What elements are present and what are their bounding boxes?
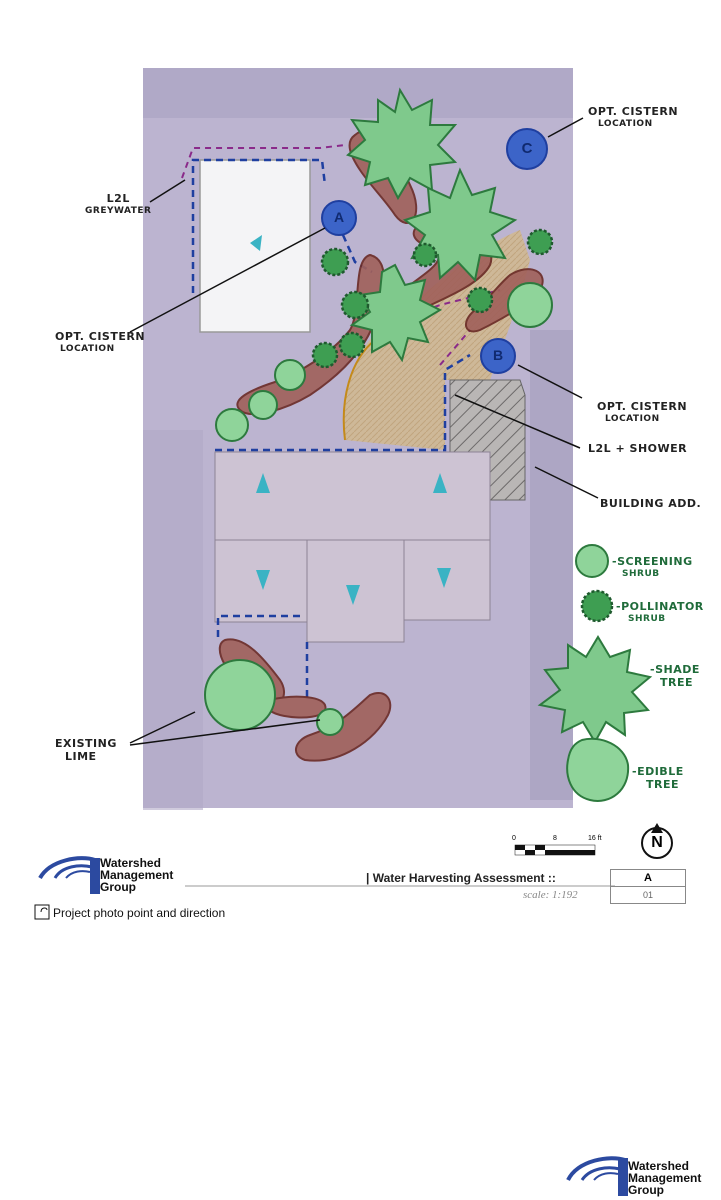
legend-screening-shrub: -Screening Shrub xyxy=(612,555,693,579)
scale-bar-label-start: 0 xyxy=(512,835,516,842)
scale-bar-label-mid: 8 xyxy=(553,835,557,842)
scale-bar-label-end: 16 ft xyxy=(588,835,602,842)
legend-edible-tree: -Edible Tree xyxy=(632,765,684,791)
title-block-scale: scale: 1:192 xyxy=(523,889,578,901)
annotation-opt-cistern-c: Opt. Cistern Location xyxy=(588,105,679,129)
cistern-a-label: A xyxy=(333,209,345,225)
photo-point-arrow-1 xyxy=(250,235,262,251)
sheet-letter-box: A xyxy=(610,869,686,887)
legend-pollinator-shrub: -Pollinator Shrub xyxy=(616,600,704,624)
company-logo-footer: Watershed Management Group xyxy=(628,1159,702,1197)
cistern-b-label: B xyxy=(492,347,504,363)
screening-shrubs xyxy=(204,282,630,802)
roof-arrow-down-1 xyxy=(256,570,270,590)
main-house xyxy=(214,451,491,541)
pollinator-shrubs xyxy=(311,228,614,623)
cistern-c-label: C xyxy=(521,140,533,157)
cistern-c-marker xyxy=(506,128,548,170)
annotation-l2l-shower: L2L + Shower xyxy=(588,442,688,455)
logo-swirl-1 xyxy=(38,856,96,880)
logo-swirl-2 xyxy=(566,1156,626,1182)
roof-arrow-up-1 xyxy=(256,473,270,493)
annotation-building-add: Building Add. xyxy=(600,497,702,510)
mulch-area xyxy=(343,230,530,450)
cistern-markers xyxy=(321,128,548,374)
legend-shade-tree: -Shade Tree xyxy=(650,663,700,689)
annotation-opt-cistern-b: Opt. Cistern Location xyxy=(597,400,688,424)
roof-arrow-down-3 xyxy=(437,568,451,588)
annotation-l2l-greywater: L2L Greywater xyxy=(85,192,152,216)
roof-arrow-down-2 xyxy=(346,585,360,605)
sheet-number-box: 01 xyxy=(610,886,686,904)
cistern-a-marker xyxy=(321,200,357,236)
company-logo: Watershed Management Group xyxy=(100,856,174,894)
roof-arrow-up-2 xyxy=(433,473,447,493)
annotation-existing-lime: Existing Lime xyxy=(55,737,117,763)
scale-bar xyxy=(514,844,596,856)
north-arrow xyxy=(641,823,673,859)
cistern-b-marker xyxy=(480,338,516,374)
title-block-title: | Water Harvesting Assessment :: xyxy=(366,871,556,885)
north-arrow-label: N xyxy=(651,834,663,851)
photo-point-note: Project photo point and direction xyxy=(53,906,226,920)
leader-lines xyxy=(129,117,599,746)
photo-point-icon xyxy=(34,904,50,920)
annotation-opt-cistern-a: Opt. Cistern Location xyxy=(55,330,146,354)
